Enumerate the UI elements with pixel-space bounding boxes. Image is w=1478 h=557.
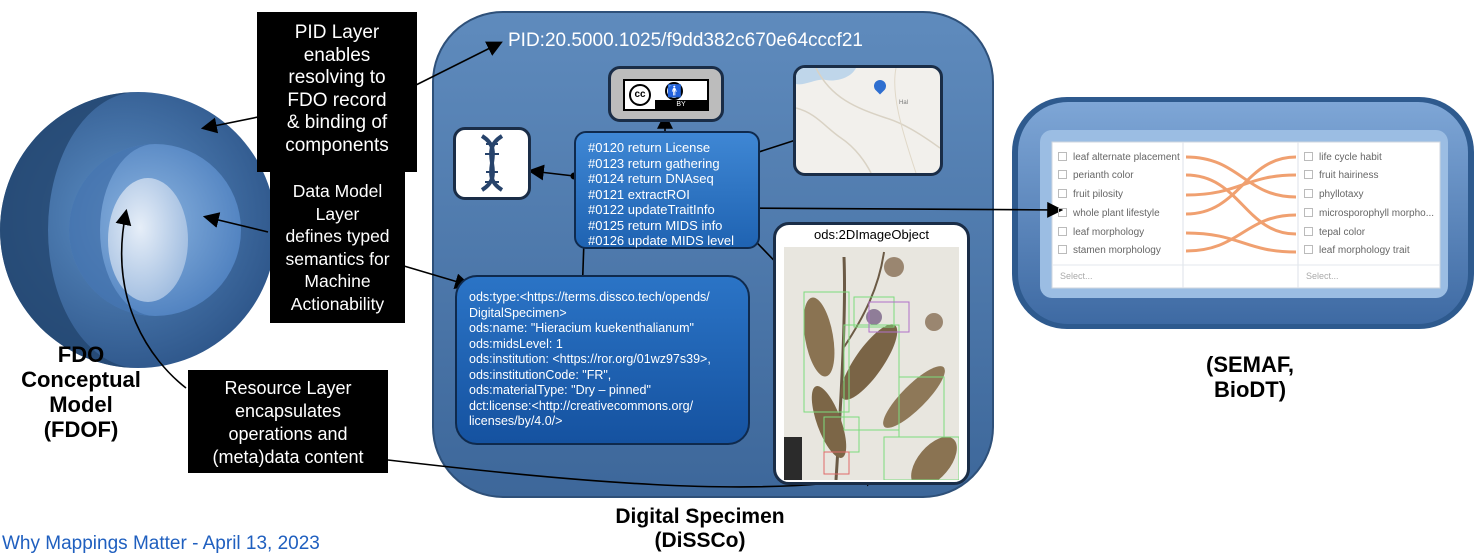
arrow-ops-to-dna <box>527 164 575 181</box>
operation-item: #0120 return License <box>588 140 711 155</box>
pid-label: PID:20.5000.1025/f9dd382c670e64cccf21 <box>508 30 863 51</box>
operations-box: #0120 return License #0123 return gather… <box>574 131 760 249</box>
metadata-line: ods:materialType: "Dry – pinned" <box>469 383 651 397</box>
operation-item: #0124 return DNAseq <box>588 171 714 186</box>
operation-item: #0126 update MIDS level <box>588 233 734 248</box>
mapping-left-item[interactable]: leaf alternate placement <box>1058 152 1180 163</box>
map-place-label: Hal <box>899 100 909 106</box>
arrow-pid-layer-to-pid <box>415 41 503 86</box>
herbarium-image <box>784 247 959 480</box>
metadata-line: ods:institutionCode: "FR", <box>469 367 612 382</box>
metadata-line: ods:midsLevel: 1 <box>469 336 563 351</box>
by-person-icon: 🚹 <box>665 82 683 100</box>
mapping-right-item[interactable]: microsporophyll morpho... <box>1304 208 1434 219</box>
arrow-datamodel-to-sphere <box>202 212 269 233</box>
by-label: BY <box>655 100 707 109</box>
checkbox-icon[interactable] <box>1058 189 1067 198</box>
checkbox-icon[interactable] <box>1304 152 1313 161</box>
checkbox-icon[interactable] <box>1058 208 1067 217</box>
map-tile: Hal <box>793 65 943 176</box>
mapping-curves <box>1185 155 1297 254</box>
mapping-left-item[interactable]: perianth color <box>1058 170 1134 181</box>
dna-icon <box>480 134 504 192</box>
digital-specimen-label: Digital Specimen (DiSSCo) <box>615 505 785 552</box>
operation-item: #0122 updateTraitInfo <box>588 202 715 217</box>
mapping-link-5 <box>1185 231 1297 254</box>
checkbox-icon[interactable] <box>1058 170 1067 179</box>
mapping-left-item[interactable]: leaf morphology <box>1058 227 1144 238</box>
mapping-right-item[interactable]: life cycle habit <box>1304 152 1382 163</box>
checkbox-icon[interactable] <box>1304 170 1313 179</box>
arrow-ops-to-mapping <box>737 201 1064 218</box>
mapping-left-item[interactable]: whole plant lifestyle <box>1058 208 1160 219</box>
metadata-line: ods:name: "Hieracium kuekenthalianum" <box>469 321 694 335</box>
metadata-box: ods:type:<https://terms.dissco.tech/open… <box>455 275 750 445</box>
image-object-tile: ods:2DImageObject <box>773 222 970 485</box>
mapping-link-1 <box>1185 155 1297 199</box>
dna-tile <box>453 127 531 200</box>
cc-icon: cc <box>629 84 651 106</box>
metadata-line: licenses/by/4.0/> <box>469 414 563 428</box>
metadata-line: ods:institution: <https://ror.org/01wz97… <box>469 352 711 366</box>
arrow-resource-to-sphere <box>115 208 187 389</box>
data-model-layer-callout: Data Model Layer defines typed semantics… <box>270 172 405 323</box>
map-image <box>796 68 940 173</box>
metadata-line: dct:license:<http://creativecommons.org/ <box>469 398 694 413</box>
operation-item: #0125 return MIDS info <box>588 217 723 233</box>
checkbox-icon[interactable] <box>1304 245 1313 254</box>
image-object-title: ods:2DImageObject <box>814 227 929 242</box>
mapping-left-item[interactable]: stamen morphology <box>1058 245 1161 256</box>
fdo-conceptual-model-label: FDO Conceptual Model (FDOF) <box>21 342 141 442</box>
mapping-link-4 <box>1185 155 1297 216</box>
mapping-link-2 <box>1185 173 1297 236</box>
mapping-link-6 <box>1185 213 1297 253</box>
operation-item: #0123 return gathering <box>588 155 720 171</box>
mapping-right-item[interactable]: leaf morphology trait <box>1304 245 1410 256</box>
arrow-datamodel-to-metadata <box>403 265 472 290</box>
checkbox-icon[interactable] <box>1304 208 1313 217</box>
cc-by-badge: cc 🚹 BY <box>623 79 709 111</box>
resource-layer-callout: Resource Layer encapsulates operations a… <box>188 370 388 473</box>
pid-layer-callout: PID Layer enables resolving to FDO recor… <box>257 12 417 172</box>
license-tile: cc 🚹 BY <box>608 66 724 122</box>
mapping-right-select[interactable]: Select... <box>1306 271 1339 281</box>
metadata-line: ods:type:<https://terms.dissco.tech/open… <box>469 290 710 304</box>
semaf-label: (SEMAF, BioDT) <box>1206 352 1294 402</box>
mapping-left-select[interactable]: Select... <box>1060 271 1093 281</box>
mapping-right-item[interactable]: fruit hairiness <box>1304 170 1378 181</box>
checkbox-icon[interactable] <box>1058 227 1067 236</box>
mapping-left-item[interactable]: fruit pilosity <box>1058 189 1123 200</box>
metadata-line: DigitalSpecimen> <box>469 305 567 320</box>
checkbox-icon[interactable] <box>1304 189 1313 198</box>
checkbox-icon[interactable] <box>1304 227 1313 236</box>
checkbox-icon[interactable] <box>1058 245 1067 254</box>
footer-text: Why Mappings Matter - April 13, 2023 <box>2 533 320 554</box>
operation-item: #0121 extractROI <box>588 186 690 202</box>
checkbox-icon[interactable] <box>1058 152 1067 161</box>
mapping-right-item[interactable]: tepal color <box>1304 227 1365 238</box>
mapping-right-item[interactable]: phyllotaxy <box>1304 189 1363 200</box>
